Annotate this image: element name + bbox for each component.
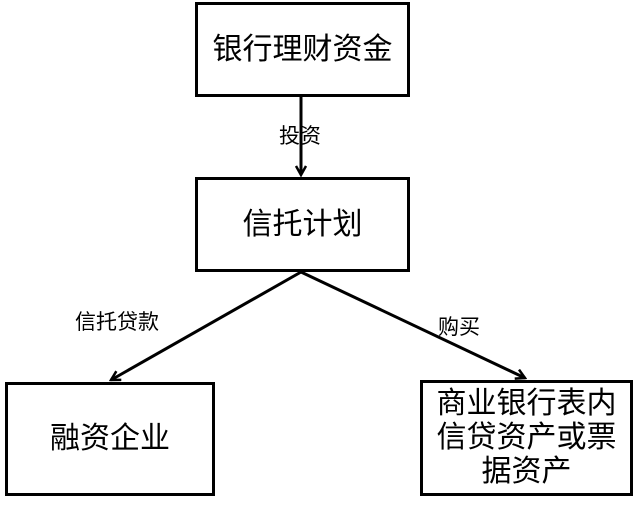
node-bank-credit-assets-line-3: 据资产 (481, 454, 572, 489)
node-financing-enterprise: 融资企业 (5, 382, 215, 496)
edge-invest-label: 投资 (279, 124, 321, 148)
node-trust-plan: 信托计划 (195, 177, 410, 272)
node-bank-credit-assets: 商业银行表内 信贷资产或票 据资产 (420, 380, 633, 496)
node-bank-credit-assets-line-1: 商业银行表内 (436, 386, 617, 421)
edge-loan-arrow (111, 270, 302, 382)
node-financing-enterprise-label: 融资企业 (50, 421, 170, 456)
node-bank-wealth-funds-label: 银行理财资金 (212, 31, 393, 67)
node-bank-wealth-funds: 银行理财资金 (195, 2, 410, 97)
edge-purchase-arrow (300, 270, 525, 378)
node-bank-credit-assets-line-2: 信贷资产或票 (436, 420, 617, 455)
edge-loan-label: 信托贷款 (75, 310, 159, 334)
node-trust-plan-label: 信托计划 (242, 206, 363, 242)
edge-purchase-label: 购买 (438, 315, 480, 339)
